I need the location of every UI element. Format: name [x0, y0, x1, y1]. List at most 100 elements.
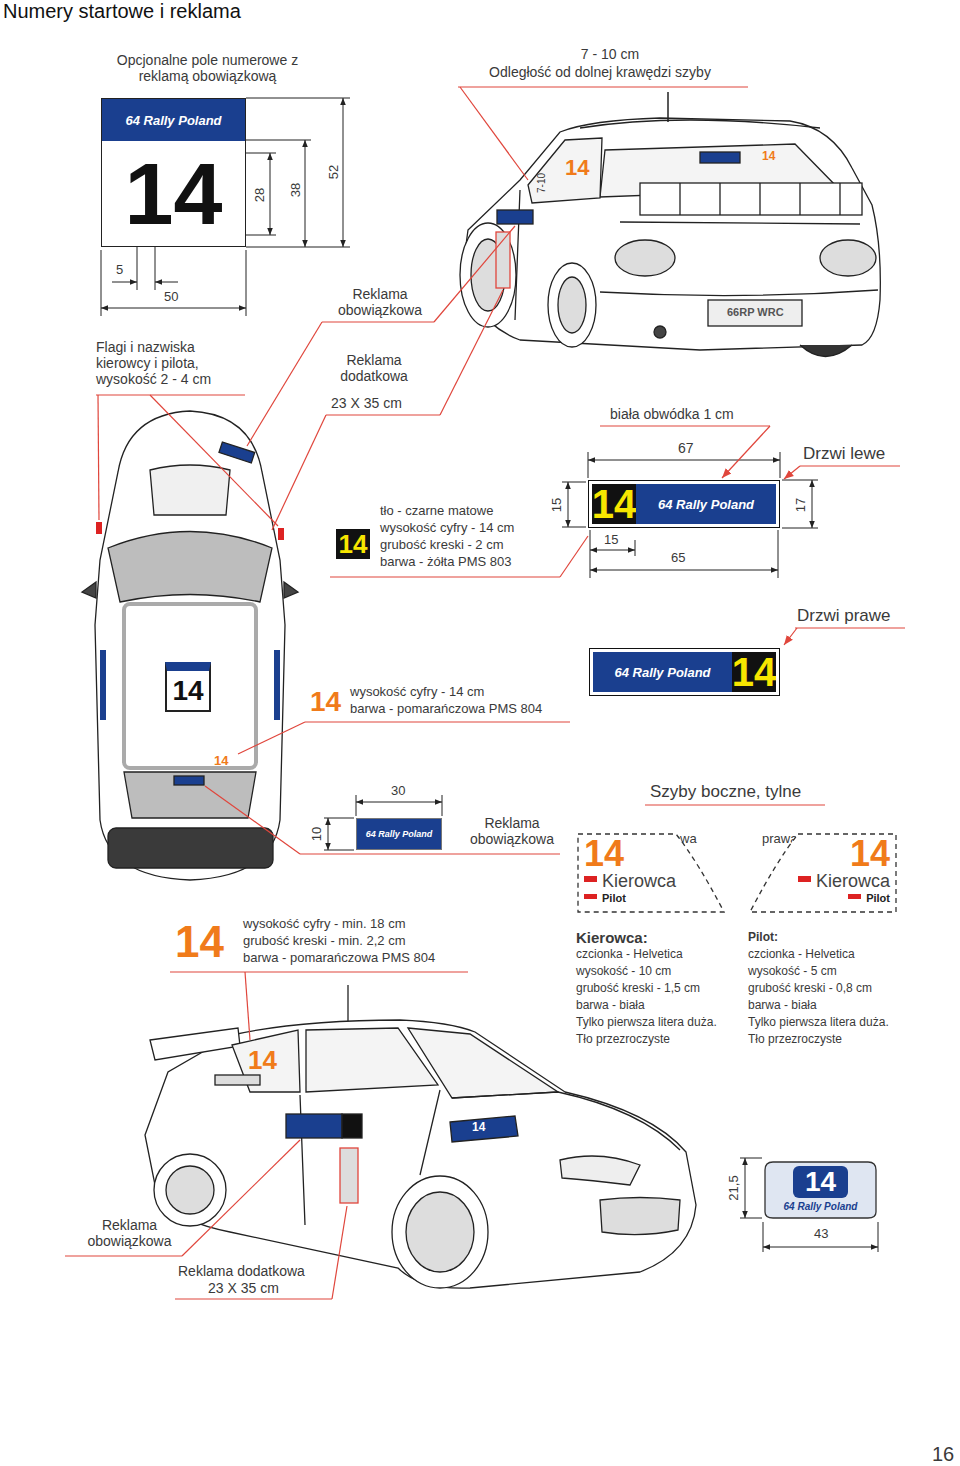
illustration-line	[326, 414, 440, 415]
annotation-label: 66RP WRC	[727, 306, 784, 319]
three-quarter-car	[145, 985, 696, 1288]
annotation-label: Drzwi lewe	[803, 444, 885, 464]
illustration-line	[150, 395, 278, 526]
dimension-lines	[101, 92, 878, 1252]
illustration-rect	[100, 650, 106, 720]
illustration-rect	[286, 1114, 342, 1138]
decal-text: 14	[336, 529, 370, 559]
decal-text: 64 Rally Poland	[102, 99, 245, 141]
illustration-path	[600, 1198, 680, 1235]
illustration-rect	[215, 1075, 260, 1085]
illustration-line	[247, 322, 322, 446]
annotation-label: wysokość cyfry - 14 cm	[350, 685, 484, 700]
illustration-line	[782, 480, 818, 481]
illustration-line	[322, 321, 434, 322]
decal-text: 14	[793, 1166, 848, 1198]
annotation-label: 14	[472, 1121, 485, 1135]
illustration-line	[780, 452, 781, 478]
illustration-line	[740, 1158, 762, 1159]
illustration-line	[356, 795, 357, 816]
illustration-ellipse	[406, 1192, 474, 1272]
illustration-line	[245, 972, 250, 1040]
annotation-label: Reklama obowiązkowa	[72, 1217, 187, 1249]
annotation-label: 38	[289, 183, 302, 197]
illustration-rect	[640, 183, 862, 215]
illustration-line	[635, 540, 636, 556]
decal-box: 1464 Rally Poland	[588, 480, 780, 528]
annotation-label: 43	[814, 1227, 828, 1242]
annotation-label: 23 X 35 cm	[208, 1280, 279, 1296]
decal-text: 64 Rally Poland	[636, 484, 776, 524]
illustration-line	[460, 87, 528, 180]
annotation-label: grubość kreski - 2 cm	[380, 538, 504, 553]
decal-text: 14	[592, 484, 636, 524]
illustration-line	[590, 550, 635, 551]
illustration-circle	[154, 1154, 226, 1226]
annotation-label: 16	[932, 1443, 954, 1466]
illustration-line	[330, 576, 560, 577]
annotation-label: Reklama obowiązkowa	[462, 815, 562, 847]
illustration-line	[101, 308, 246, 309]
illustration-rect	[274, 650, 280, 720]
decal-box: 14KierowcaPilot	[748, 832, 898, 914]
annotation-label: wysokość - 10 cm	[576, 965, 671, 979]
annotation-label: 14	[565, 155, 589, 180]
illustration-line	[238, 722, 305, 754]
illustration-rect	[174, 776, 204, 785]
annotation-label: 30	[391, 784, 405, 799]
illustration-line	[745, 1158, 746, 1218]
illustration-ellipse	[615, 240, 675, 276]
outline-path	[750, 834, 896, 912]
annotation-label: 67	[678, 440, 694, 456]
annotation-label: barwa - pomarańczowa PMS 804	[350, 702, 542, 717]
illustration-path	[82, 582, 298, 598]
illustration-line	[332, 1206, 347, 1299]
decal-box: 14KierowcaPilot	[576, 832, 726, 914]
illustration-line	[588, 460, 780, 461]
decal-text: 14	[732, 652, 776, 692]
illustration-line	[600, 425, 770, 426]
illustration-line	[588, 452, 589, 478]
illustration-circle	[654, 326, 666, 338]
decal-text: 64 Rally Poland	[593, 652, 732, 692]
annotation-label: wysokość cyfry - 14 cm	[380, 521, 514, 536]
illustration-line	[722, 426, 770, 478]
illustration-rect	[124, 604, 256, 768]
annotation-label: czcionka - Helvetica	[748, 948, 855, 962]
illustration-path	[528, 138, 602, 203]
illustration-rect	[278, 528, 284, 540]
annotation-label: barwa - biała	[748, 999, 817, 1013]
annotation-label: Reklama dodatkowa	[328, 352, 420, 384]
illustration-line	[175, 1298, 332, 1299]
decal-box: 14	[165, 662, 211, 712]
illustration-line	[270, 153, 271, 235]
illustration-path	[580, 120, 820, 128]
illustration-line	[205, 786, 300, 854]
illustration-path	[150, 1028, 240, 1060]
illustration-line	[65, 1255, 182, 1256]
annotation-label: 23 X 35 cm	[331, 395, 402, 411]
annotation-label: Tylko pierwsza litera duża.	[748, 1016, 889, 1030]
decal-box: 64 Rally Poland14	[589, 648, 780, 696]
illustration-line	[782, 528, 818, 529]
outline-path	[578, 834, 724, 912]
annotation-label: 5	[116, 263, 123, 278]
illustration-line	[112, 282, 137, 283]
illustration-rect	[708, 300, 802, 326]
illustration-rect	[219, 442, 255, 463]
annotation-label: 10	[310, 827, 323, 841]
decal-text: Pilot	[584, 892, 626, 905]
annotation-label: Szyby boczne, tylne	[650, 782, 801, 802]
annotation-label: 50	[164, 290, 178, 305]
annotation-label: 14	[175, 917, 224, 968]
illustration-path	[450, 1116, 518, 1142]
illustration-line	[98, 395, 99, 520]
illustration-line	[562, 527, 586, 528]
annotation-label: grubość kreski - min. 2,2 cm	[243, 934, 406, 949]
illustration-ellipse	[558, 277, 586, 333]
illustration-ellipse	[548, 263, 596, 347]
decal-text: 64 Rally Poland	[784, 1201, 858, 1213]
illustration-ellipse	[392, 1176, 488, 1288]
rear-view-car	[460, 118, 880, 357]
